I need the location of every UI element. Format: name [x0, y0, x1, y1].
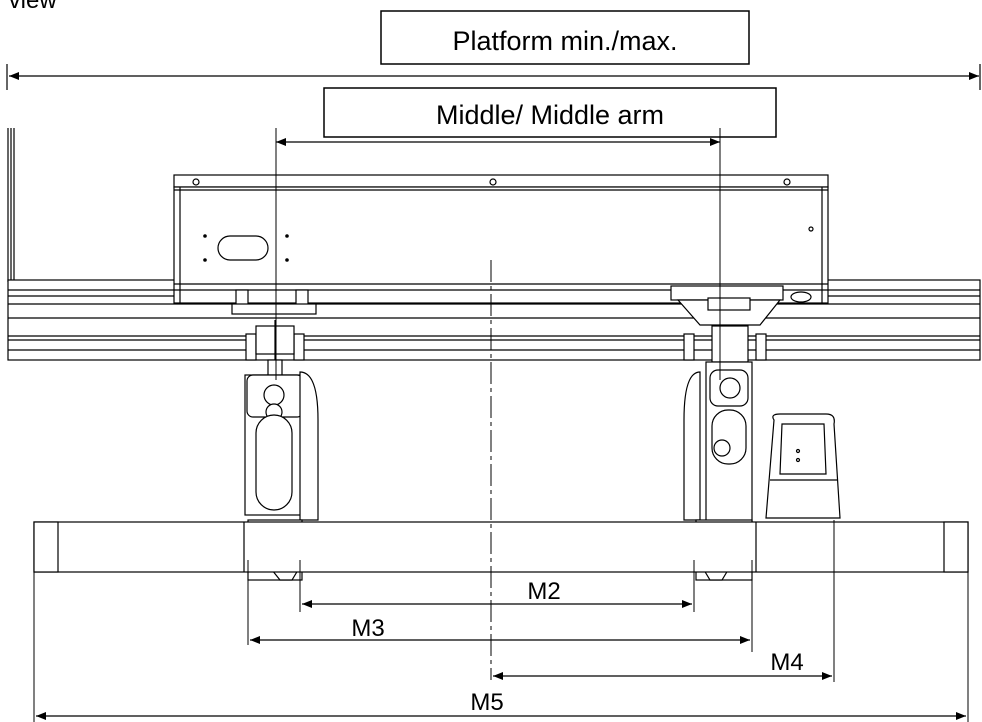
- platform-label-box: [380, 10, 750, 65]
- middle-label: Middle/ Middle arm: [436, 100, 664, 130]
- base-beam: [33, 521, 969, 573]
- control-box: [765, 413, 841, 519]
- dimension-m2: M2: [302, 578, 692, 608]
- m2-label: M2: [527, 578, 560, 605]
- view-title: r view: [0, 0, 57, 14]
- dimension-m5: M5: [36, 689, 966, 720]
- platform-dimension: Platform min./max.: [6, 10, 981, 90]
- dimension-m4: M4: [493, 649, 832, 680]
- m5-label: M5: [470, 689, 503, 716]
- platform-body: [173, 174, 829, 304]
- m4-label: M4: [770, 649, 803, 676]
- extension-lines: [33, 128, 969, 722]
- middle-arm-dimension: Middle/ Middle arm: [276, 87, 777, 146]
- platform-label: Platform min./max.: [452, 26, 677, 56]
- middle-label-box: [323, 87, 777, 138]
- left-frame: [7, 128, 15, 282]
- dimension-m3: M3: [250, 615, 750, 644]
- slot-hole: [217, 235, 269, 261]
- m3-label: M3: [351, 615, 384, 642]
